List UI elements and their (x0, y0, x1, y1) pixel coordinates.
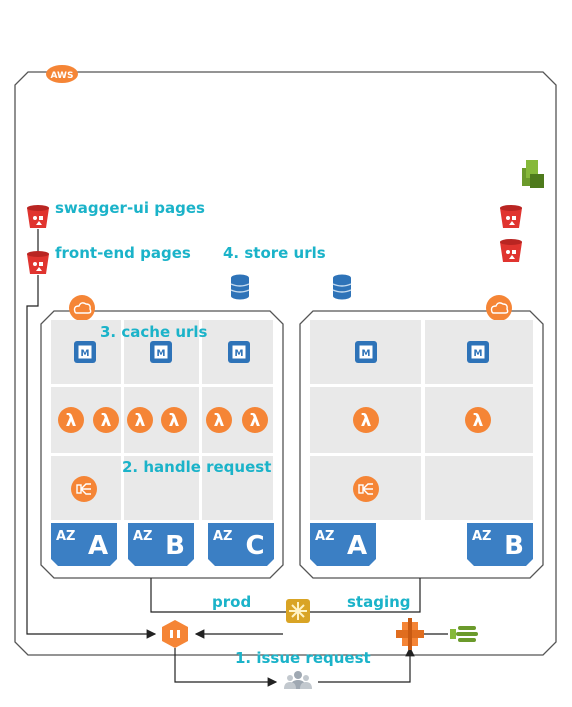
prod-vpc (40, 310, 284, 579)
aws-badge: AWS (46, 65, 78, 83)
router-icon (396, 618, 424, 650)
az-letter: B (504, 531, 524, 561)
s3-bucket-icon (27, 251, 49, 274)
prod-label: prod (212, 593, 252, 611)
connectors (26, 275, 448, 687)
aws-cloud-border (14, 71, 557, 656)
prod-grid (51, 320, 273, 520)
lambda-icon (161, 407, 187, 433)
az-letter: A (347, 531, 367, 561)
lambda-icon (127, 407, 153, 433)
dynamodb-icon (332, 273, 352, 301)
lambda-icon (93, 407, 119, 433)
az-letter: B (165, 531, 185, 561)
az-tabs: AZ A AZ B AZ C AZ A AZ B (51, 523, 533, 566)
az-prefix: AZ (56, 529, 76, 544)
issue-request-label: 1. issue request (235, 649, 371, 667)
front-end-pages-label: front-end pages (55, 244, 191, 262)
load-balancer-icon (352, 475, 380, 503)
availability-zone-staging-b: AZ B (467, 523, 533, 566)
staging-vpc-cloud-icon (485, 294, 513, 322)
az-prefix: AZ (213, 529, 233, 544)
api-gateway-icon (286, 599, 310, 623)
dynamodb-icon (230, 273, 250, 301)
staging-vpc (299, 310, 544, 579)
az-prefix: AZ (133, 529, 153, 544)
load-balancer-icon (70, 475, 98, 503)
lambda-icon (242, 407, 268, 433)
elasticache-memory-icon (150, 341, 172, 363)
availability-zone-prod-b: AZ B (128, 523, 194, 566)
elasticache-memory-icon (467, 341, 489, 363)
cache-urls-label: 3. cache urls (100, 323, 208, 341)
handle-request-label: 2. handle request (122, 458, 272, 476)
prod-vpc-cloud-icon (68, 294, 96, 322)
cloudwatch-icon (522, 160, 544, 188)
lambda-icon (58, 407, 84, 433)
availability-zone-staging-a: AZ A (310, 523, 376, 566)
staging-grid (310, 320, 533, 520)
az-letter: A (88, 531, 108, 561)
aws-badge-text: AWS (51, 71, 74, 81)
elasticache-memory-icon (355, 341, 377, 363)
users-icon (284, 671, 312, 689)
elasticache-memory-icon (228, 341, 250, 363)
availability-zone-prod-c: AZ C (208, 523, 274, 566)
az-prefix: AZ (472, 529, 492, 544)
az-letter: C (245, 531, 264, 561)
lambda-icon (206, 407, 232, 433)
availability-zone-prod-a: AZ A (51, 523, 117, 566)
kinesis-icon (450, 626, 478, 642)
store-urls-label: 4. store urls (223, 244, 326, 262)
s3-bucket-icon (27, 205, 49, 228)
az-prefix: AZ (315, 529, 335, 544)
lambda-icon (465, 407, 491, 433)
elasticache-memory-icon (74, 341, 96, 363)
s3-bucket-icon (500, 239, 522, 262)
lambda-icon (353, 407, 379, 433)
swagger-ui-pages-label: swagger-ui pages (55, 199, 205, 217)
cloudfront-icon (162, 620, 188, 648)
s3-bucket-icon (500, 205, 522, 228)
staging-label: staging (347, 593, 411, 611)
